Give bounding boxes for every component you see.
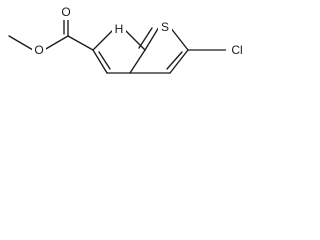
bond-c5-c4 [92, 49, 108, 74]
chlorine-label: Cl [231, 43, 242, 57]
atom-labels: H S Cl O O [32, 4, 248, 58]
bond-o-carbonyl-carbon [43, 35, 69, 51]
bond-c6a-s-inner [138, 27, 153, 49]
ester-oxygen-label: O [34, 43, 43, 57]
bond-c2-c3 [169, 49, 189, 74]
sulfur-label: S [161, 20, 169, 34]
carbonyl-oxygen-label: O [61, 5, 70, 19]
bond-carbonyl-to-ring [67, 35, 94, 51]
bond-c5-c4-inner [98, 51, 111, 70]
bond-c6a-s [144, 26, 160, 51]
bond-s-c2 [169, 26, 189, 51]
bond-c2-c3-inner [166, 51, 183, 70]
bond-lines [8, 14, 230, 74]
bond-c5-nh [92, 28, 115, 51]
bond-methyl-o [8, 35, 34, 51]
bond-c3a-c6a [129, 49, 146, 74]
chemical-structure-diagram: H S Cl O O [8, 4, 248, 74]
bond-nh-c6a [123, 28, 146, 51]
nitrogen-hydrogen-label: H [115, 22, 124, 36]
